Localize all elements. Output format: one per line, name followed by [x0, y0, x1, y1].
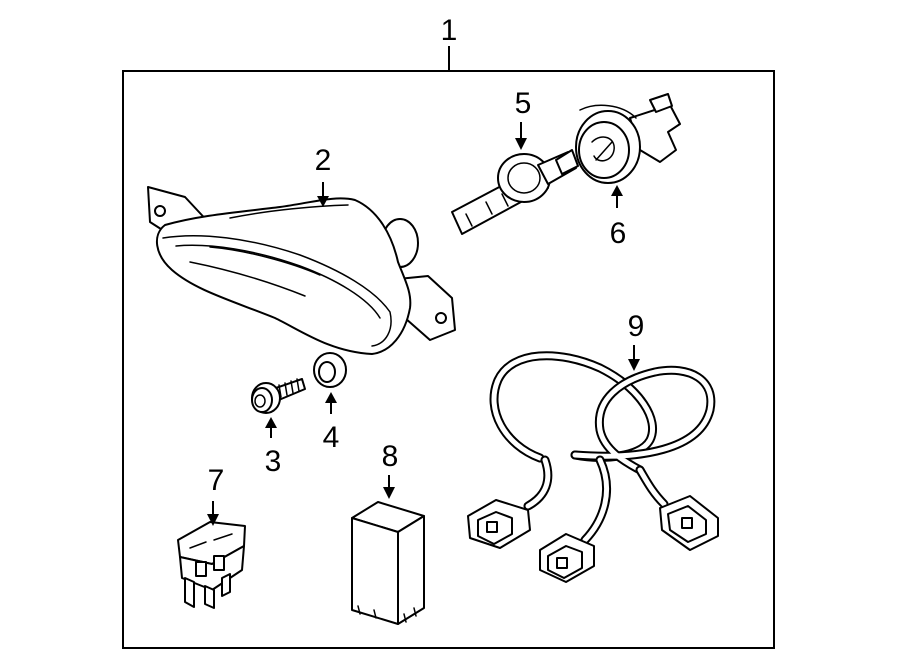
callout-8: 8 [382, 440, 399, 473]
fog-lamp-housing [147, 186, 456, 355]
fuse [177, 521, 246, 609]
screw [251, 378, 306, 414]
callout-6: 6 [610, 217, 627, 250]
relay [351, 501, 425, 625]
callout-9: 9 [628, 310, 645, 343]
grommet [313, 352, 347, 388]
callout-2: 2 [315, 144, 332, 177]
callout-7: 7 [208, 464, 225, 497]
callout-3: 3 [265, 445, 282, 478]
callout-4: 4 [323, 421, 340, 454]
callout-5: 5 [515, 87, 532, 120]
socket [575, 93, 681, 184]
callout-1: 1 [441, 14, 458, 47]
bulb [451, 149, 579, 235]
wire-harness [467, 351, 719, 583]
